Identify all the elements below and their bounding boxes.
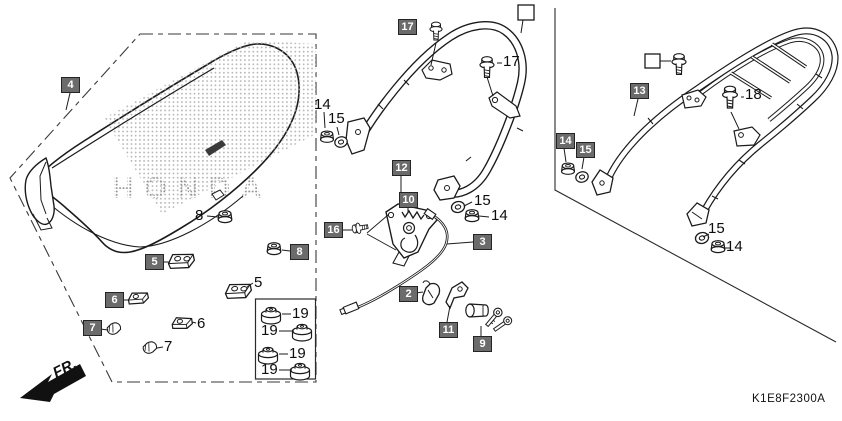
diagram-code: K1E8F2300A [752,393,826,405]
carrier-drawing [560,27,839,254]
bolt-17-icon [429,21,443,41]
callout-box-3[interactable]: 3 [473,234,492,250]
callout-19[interactable]: 19 [289,345,306,362]
callout-box-5[interactable]: 5 [145,254,164,270]
rubber-7-icon [105,321,123,336]
rubber-mount-19-icon [291,323,313,342]
seat-hook-6-icon [170,315,194,331]
callout-box-2[interactable]: 2 [399,286,418,302]
callout-6[interactable]: 6 [197,315,206,332]
callout-14[interactable]: 14 [491,207,508,224]
callout-box-8[interactable]: 8 [290,244,309,260]
fr-direction: FR. [20,355,86,402]
seat-hook-5-icon [166,249,197,273]
callout-box-17[interactable]: 17 [398,19,417,35]
lock-9-icon [465,303,513,332]
callout-15[interactable]: 15 [708,220,725,237]
nut-14-icon [560,162,576,175]
nut-8-icon [217,210,233,224]
callout-box-13[interactable]: 13 [630,83,649,99]
callout-box-7[interactable]: 7 [83,320,102,336]
callout-box-11[interactable]: 11 [439,322,458,338]
callout-box-9[interactable]: 9 [473,336,492,352]
washer-15-icon [573,169,591,185]
bolt-16-icon [350,220,370,236]
bolt-17-icon [479,56,495,79]
ref-squares [517,4,671,69]
nut-8-icon [266,242,282,256]
callout-14[interactable]: 14 [314,96,331,113]
callout-box-4[interactable]: 4 [61,77,80,93]
washer-15-icon [449,199,467,215]
rubber-7-icon [141,340,159,355]
nut-14-icon [464,209,480,223]
callout-5[interactable]: 5 [254,274,263,291]
section-borders [9,8,837,383]
callout-7[interactable]: 7 [164,338,173,355]
callout-box-16[interactable]: 16 [324,222,343,238]
seat-hook-6-icon [126,289,150,307]
bolt-icon [671,53,687,76]
callout-box-15[interactable]: 15 [576,142,595,158]
callout-19[interactable]: 19 [261,361,278,378]
halftone-band [104,40,316,214]
callout-box-6[interactable]: 6 [105,292,124,308]
nut-14-icon [710,240,726,254]
honda-watermark: HONDA [112,172,272,205]
callout-15[interactable]: 15 [474,192,491,209]
rubber-mount-19-icon [289,362,311,381]
callout-19[interactable]: 19 [292,305,309,322]
seat-hook-5-icon [223,279,254,303]
callout-18[interactable]: 18 [745,86,762,103]
fr-arrow-icon [20,364,86,402]
spring-10-icon [401,209,425,221]
bolt-18-icon [721,85,739,109]
callout-8[interactable]: 8 [195,207,204,224]
callout-14[interactable]: 14 [726,238,743,255]
seat-drawing: HONDA [24,40,316,254]
nut-14-icon [319,130,335,143]
ref-box-icon [517,4,535,21]
grab-rail-drawing [345,21,527,201]
callout-15[interactable]: 15 [328,110,345,127]
callout-box-12[interactable]: 12 [392,160,411,176]
ref-box-icon [644,53,661,69]
callout-17[interactable]: 17 [503,53,520,70]
seat-latch-drawing [319,21,513,332]
callout-19[interactable]: 19 [261,322,278,339]
striker-11-icon [445,281,469,310]
callout-box-10[interactable]: 10 [399,192,418,208]
callout-box-14[interactable]: 14 [556,133,575,149]
